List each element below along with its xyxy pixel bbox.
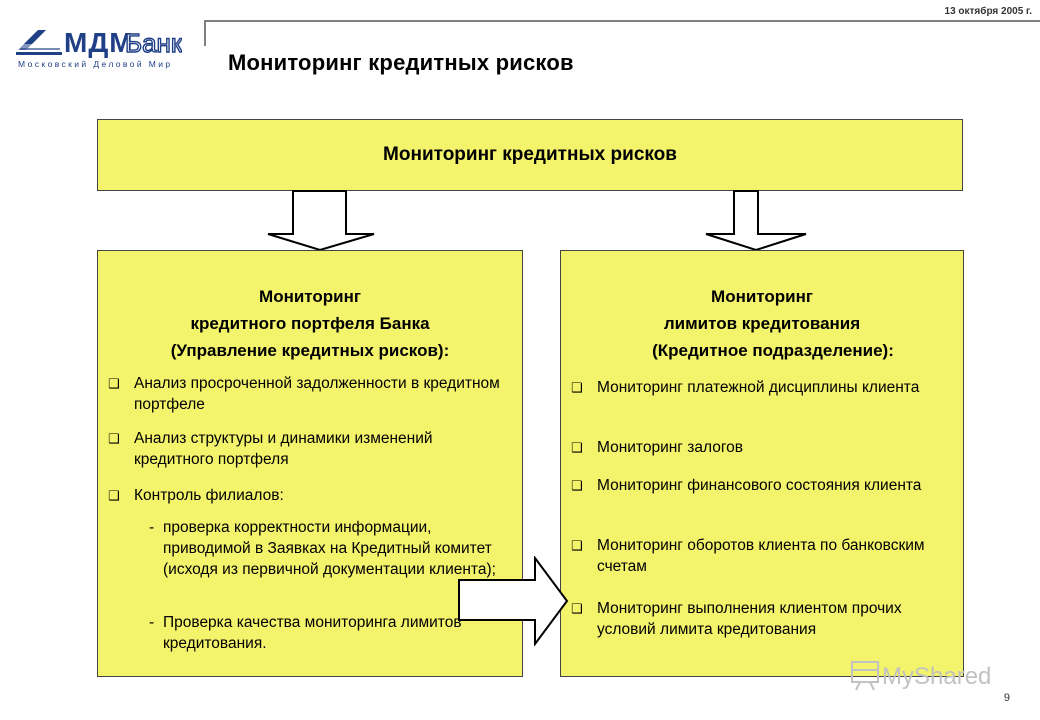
header-rule-vertical xyxy=(204,20,206,46)
header-rule xyxy=(204,20,1040,22)
svg-text:Банк: Банк xyxy=(125,28,182,58)
checkbox-bullet-icon: ❑ xyxy=(571,440,583,455)
right-box-title-line: (Кредитное подразделение): xyxy=(652,341,894,360)
top-box-title: Мониторинг кредитных рисков xyxy=(383,144,677,165)
list-item: ❑ Контроль филиалов: xyxy=(108,487,284,504)
left-box-title: Мониторинг кредитного портфеля Банка (Уп… xyxy=(98,283,522,364)
list-item: ❑ Анализ структуры и динамики изменений … xyxy=(108,430,433,468)
dash-bullet: - xyxy=(149,519,155,536)
left-box-title-line: Мониторинг xyxy=(259,287,361,306)
mdm-bank-logo: МДМ Банк Московский Деловой Мир xyxy=(16,27,182,69)
left-box-title-line: (Управление кредитных рисков): xyxy=(170,341,450,360)
list-item: ❑ Мониторинг залогов xyxy=(571,439,744,456)
checkbox-bullet-icon: ❑ xyxy=(571,478,583,493)
left-box-title-line: кредитного портфеля Банка xyxy=(190,314,430,333)
list-item: ❑ Мониторинг финансового состояния клиен… xyxy=(571,477,922,494)
right-box: Мониторинг лимитов кредитования (Кредитн… xyxy=(560,250,964,677)
right-box-title-line: лимитов кредитования xyxy=(663,314,861,333)
dash-bullet: - xyxy=(149,614,155,631)
list-item: ❑ Анализ просроченной задолженности в кр… xyxy=(108,375,500,413)
down-arrow-icon xyxy=(267,190,375,252)
checkbox-bullet-icon: ❑ xyxy=(108,376,120,391)
list-item: ❑ Мониторинг выполнения клиентом прочих … xyxy=(571,600,902,638)
right-arrow-icon xyxy=(458,556,569,646)
right-box-title-line: Мониторинг xyxy=(711,287,813,306)
down-arrow-icon xyxy=(705,190,807,252)
svg-text:Московский Деловой Мир: Московский Деловой Мир xyxy=(18,59,173,69)
right-box-title: Мониторинг лимитов кредитования (Кредитн… xyxy=(561,283,963,364)
checkbox-bullet-icon: ❑ xyxy=(571,538,583,553)
list-item: ❑ Мониторинг оборотов клиента по банковс… xyxy=(571,537,925,575)
checkbox-bullet-icon: ❑ xyxy=(108,431,120,446)
watermark-text: MyShared xyxy=(882,663,991,690)
checkbox-bullet-icon: ❑ xyxy=(571,380,583,395)
top-box: Мониторинг кредитных рисков xyxy=(97,119,963,191)
sub-list-item: - Проверка качества мониторинга лимитов … xyxy=(149,614,462,652)
checkbox-bullet-icon: ❑ xyxy=(108,488,120,503)
checkbox-bullet-icon: ❑ xyxy=(571,601,583,616)
svg-text:МДМ: МДМ xyxy=(64,27,134,58)
list-item: ❑ Мониторинг платежной дисциплины клиент… xyxy=(571,379,920,396)
left-box: Мониторинг кредитного портфеля Банка (Уп… xyxy=(97,250,523,677)
page-title: Мониторинг кредитных рисков xyxy=(228,50,574,75)
slide-date: 13 октября 2005 г. xyxy=(944,6,1032,17)
page-number: 9 xyxy=(1003,692,1010,704)
watermark-logo: MyShared xyxy=(851,661,991,691)
sub-list-item: - проверка корректности информации, прив… xyxy=(149,519,496,578)
